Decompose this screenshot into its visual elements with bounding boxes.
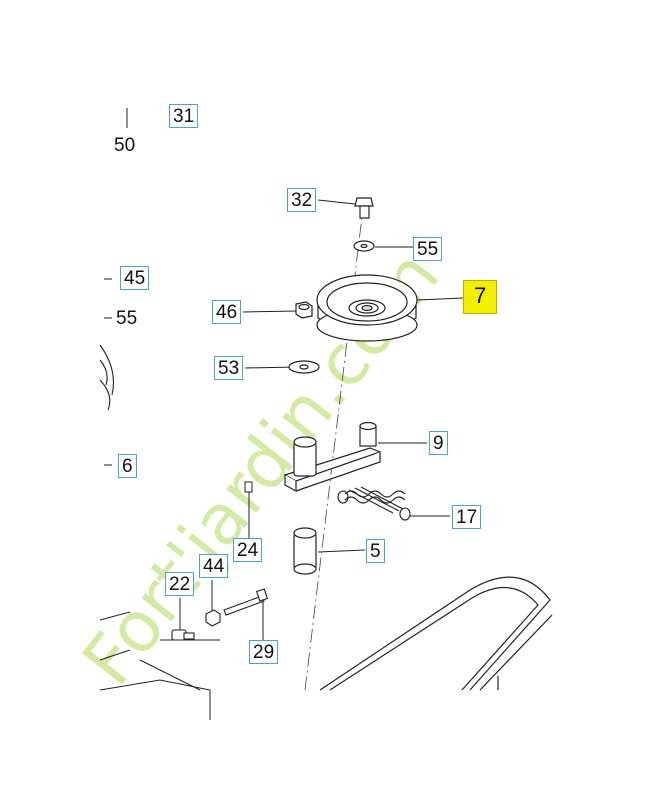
callout-55-upper[interactable]: 55 xyxy=(413,237,443,261)
callout-55-left[interactable]: 55 xyxy=(116,308,138,329)
callout-22[interactable]: 22 xyxy=(165,572,195,596)
callout-32[interactable]: 32 xyxy=(287,188,317,212)
bushing-part-22 xyxy=(171,629,195,641)
bolt-part-32 xyxy=(354,197,374,219)
partial-pulley-left xyxy=(99,344,115,411)
callout-31[interactable]: 31 xyxy=(169,104,199,128)
callout-24[interactable]: 24 xyxy=(233,538,263,562)
callout-46[interactable]: 46 xyxy=(212,300,242,324)
leader-lines xyxy=(104,108,464,640)
nut-part-46 xyxy=(295,301,313,319)
grease-nipple-part-24 xyxy=(244,481,253,493)
callout-7-highlighted[interactable]: 7 xyxy=(463,280,498,314)
callout-29[interactable]: 29 xyxy=(249,640,279,664)
washer-part-53 xyxy=(288,360,320,374)
callout-44[interactable]: 44 xyxy=(199,554,229,578)
callout-5[interactable]: 5 xyxy=(366,539,385,563)
nut-part-44 xyxy=(205,609,221,627)
washer-part-55 xyxy=(353,240,375,252)
spacer-part-5 xyxy=(293,527,317,575)
callout-9[interactable]: 9 xyxy=(429,431,448,455)
callout-53[interactable]: 53 xyxy=(214,356,244,380)
callout-50[interactable]: 50 xyxy=(114,135,136,156)
bolt-part-29 xyxy=(223,588,269,616)
callout-45[interactable]: 45 xyxy=(120,266,150,290)
spring-part-17 xyxy=(337,486,411,521)
drive-belt xyxy=(319,576,553,691)
callout-6[interactable]: 6 xyxy=(118,454,137,478)
partial-frame-left xyxy=(99,611,220,720)
pulley-part-7 xyxy=(316,274,418,342)
callout-17[interactable]: 17 xyxy=(452,505,482,529)
arm-bracket-part-9 xyxy=(283,421,382,493)
